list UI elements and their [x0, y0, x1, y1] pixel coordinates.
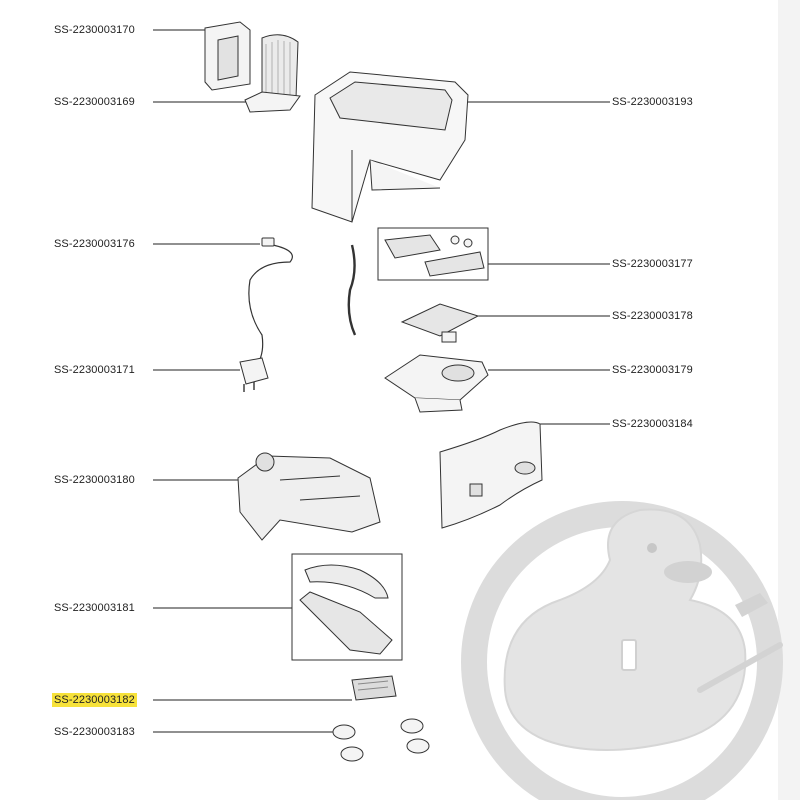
part-label-3169[interactable]: SS-2230003169 — [54, 96, 135, 108]
part-label-3179[interactable]: SS-2230003179 — [612, 364, 693, 376]
part-label-3182-highlighted[interactable]: SS-2230003182 — [52, 693, 137, 707]
part-label-3183[interactable]: SS-2230003183 — [54, 726, 135, 738]
part-label-3193[interactable]: SS-2230003193 — [612, 96, 693, 108]
watermark-duck-logo — [461, 501, 783, 800]
part-label-3178[interactable]: SS-2230003178 — [612, 310, 693, 322]
part-drawings — [204, 21, 543, 762]
part-label-3171[interactable]: SS-2230003171 — [54, 364, 135, 376]
right-margin-strip — [778, 0, 800, 800]
part-label-3170[interactable]: SS-2230003170 — [54, 24, 135, 36]
leader-lines — [153, 29, 610, 733]
part-label-3180[interactable]: SS-2230003180 — [54, 474, 135, 486]
part-label-3176[interactable]: SS-2230003176 — [54, 238, 135, 250]
part-label-3177[interactable]: SS-2230003177 — [612, 258, 693, 270]
part-label-3181[interactable]: SS-2230003181 — [54, 602, 135, 614]
part-label-3184[interactable]: SS-2230003184 — [612, 418, 693, 430]
